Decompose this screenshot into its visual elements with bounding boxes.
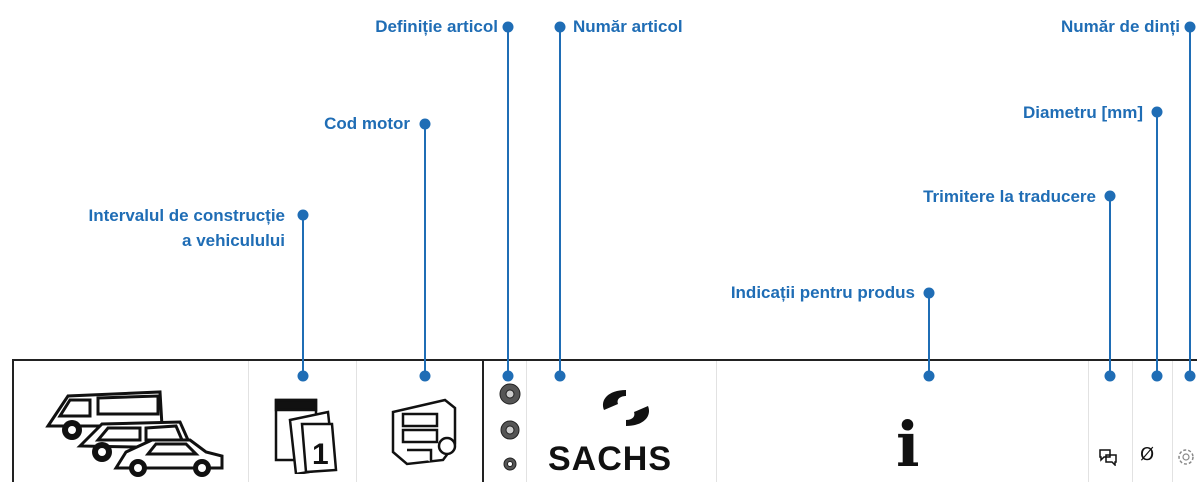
cell-chat: [1088, 361, 1133, 482]
cell-engine: [356, 361, 484, 482]
label-trimitere: Trimitere la traducere: [923, 187, 1096, 206]
calendar-icon: 1: [274, 398, 338, 474]
gear-icon: [499, 383, 521, 471]
cell-calendar: [248, 361, 357, 482]
label-numar-de-dinti: Număr de dinți: [1060, 17, 1180, 36]
chat-icon: [1099, 449, 1117, 466]
info-icon: i: [896, 408, 920, 481]
label-interval-line1: Intervalul de construcție: [88, 206, 286, 225]
diameter-icon: Ø: [1140, 444, 1155, 465]
svg-text:1: 1: [312, 438, 329, 471]
vehicles-icon: [45, 390, 224, 477]
label-definitie-articol: Definiție articol: [375, 17, 498, 36]
cell-info: [716, 361, 1089, 482]
sachs-logo: [602, 390, 650, 426]
engine-icon: [391, 398, 457, 466]
cell-brand: [526, 361, 717, 482]
gear-outline-icon: [1178, 449, 1194, 465]
label-interval-line2: a vehiculului: [182, 231, 285, 250]
label-cod-motor: Cod motor: [324, 114, 410, 133]
cell-diameter: [1132, 361, 1173, 482]
cell-gears: [482, 361, 527, 482]
brand-name: SACHS: [548, 440, 673, 478]
label-indicatii: Indicații pentru produs: [730, 283, 915, 302]
label-numar-articol: Număr articol: [573, 17, 683, 36]
label-diametru: Diametru [mm]: [1023, 103, 1143, 122]
cell-vehicles: [14, 361, 249, 482]
